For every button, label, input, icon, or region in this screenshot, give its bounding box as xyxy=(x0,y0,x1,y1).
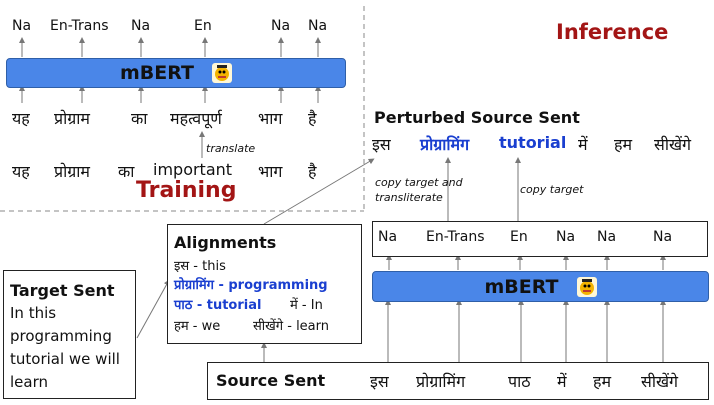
training-mbert-bar: mBERT xyxy=(6,58,346,88)
target-sent-line: In this xyxy=(10,304,57,322)
inference-tag-box xyxy=(372,221,708,257)
target-sent-title: Target Sent xyxy=(10,281,115,300)
inference-tag: Na xyxy=(556,229,576,245)
inference-tag-arrows xyxy=(386,254,666,270)
inference-tag: En xyxy=(510,229,528,245)
training-mixed-token: का xyxy=(118,162,135,181)
inference-tag: Na xyxy=(653,229,673,245)
alignments-box xyxy=(167,224,362,344)
perturbed-token: इस xyxy=(372,135,391,154)
alignment-line-highlight: पाठ - tutorial xyxy=(174,298,262,313)
bert-face-icon xyxy=(212,63,232,83)
inference-title: Inference xyxy=(556,20,669,44)
source-token: सीखेंगे xyxy=(641,372,679,391)
training-source-token: महत्वपूर्ण xyxy=(170,109,222,128)
inference-tag: Na xyxy=(378,229,398,245)
source-token: इस xyxy=(370,372,389,391)
perturbed-token: सीखेंगे xyxy=(654,135,692,154)
training-mbert-label: mBERT xyxy=(120,62,194,84)
training-mixed-token: यह xyxy=(12,162,30,181)
source-token: पाठ xyxy=(508,372,531,391)
target-sent-line: tutorial we will xyxy=(10,350,120,368)
alignment-line: सीखेंगे - learn xyxy=(253,319,329,334)
training-tag: En-Trans xyxy=(50,18,109,34)
training-tag: Na xyxy=(12,18,32,34)
copy-translit-label: copy target and xyxy=(375,176,463,189)
training-tag: Na xyxy=(271,18,291,34)
alignment-line-highlight: प्रोग्रामिंग - programming xyxy=(174,278,328,293)
training-source-token: प्रोग्राम xyxy=(54,109,90,128)
training-mixed-token: प्रोग्राम xyxy=(54,162,90,181)
source-sent-label: Source Sent xyxy=(216,371,326,390)
source-sent-box xyxy=(207,362,709,400)
inference-tag: Na xyxy=(597,229,617,245)
perturbed-token: हम xyxy=(614,135,633,154)
alignments-title: Alignments xyxy=(174,233,277,252)
alignment-line: हम - we xyxy=(174,319,221,334)
copy-target-label: copy target xyxy=(520,183,584,196)
training-tag: Na xyxy=(308,18,328,34)
perturbed-token-highlight: प्रोग्रामिंग xyxy=(420,135,470,154)
training-source-token: का xyxy=(131,109,148,128)
translate-label: translate xyxy=(206,142,256,155)
training-tag-arrows xyxy=(19,37,321,57)
inference-input-arrows xyxy=(385,299,666,362)
training-mixed-token: important xyxy=(153,160,233,179)
training-tag: En xyxy=(194,18,212,34)
alignment-line: में - In xyxy=(290,298,323,313)
inference-mbert-bar: mBERT xyxy=(372,271,709,302)
perturbed-title: Perturbed Source Sent xyxy=(374,108,580,127)
source-token: में xyxy=(557,372,567,391)
training-tag: Na xyxy=(131,18,151,34)
target-sent-box xyxy=(3,270,136,399)
copy-translit-label: transliterate xyxy=(375,191,443,204)
training-mixed-token: है xyxy=(308,162,317,181)
inference-tag: En-Trans xyxy=(426,229,485,245)
source-token: प्रोग्रामिंग xyxy=(416,372,466,391)
source-token: हम xyxy=(593,372,612,391)
training-source-token: है xyxy=(308,109,317,128)
target-sent-line: programming xyxy=(10,327,112,345)
training-title: Training xyxy=(136,178,237,203)
bert-face-icon xyxy=(576,276,597,297)
training-source-token: भाग xyxy=(258,109,283,128)
training-mixed-token: भाग xyxy=(258,162,283,181)
perturbed-token: में xyxy=(578,135,588,154)
perturbed-token-highlight: tutorial xyxy=(499,133,567,152)
training-source-token: यह xyxy=(12,109,30,128)
alignment-line: इस - this xyxy=(174,259,226,274)
target-sent-line: learn xyxy=(10,373,48,391)
inference-mbert-label: mBERT xyxy=(484,275,559,298)
training-input-arrows xyxy=(19,85,321,103)
